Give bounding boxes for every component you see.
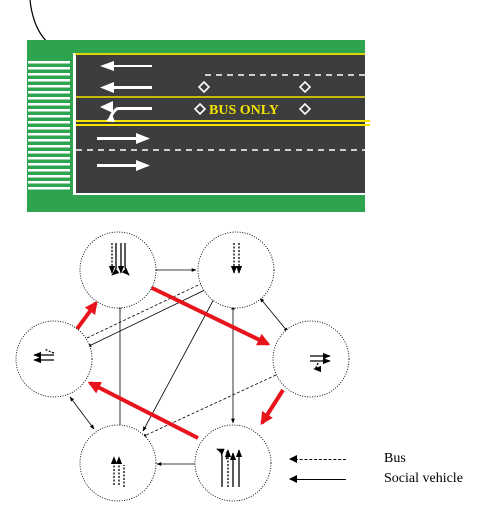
crosswalk-stripe	[28, 61, 70, 64]
phase-transition-graph	[15, 231, 350, 502]
crosswalk-stripe	[28, 163, 70, 166]
crosswalk-stripe	[28, 175, 70, 178]
transition-p2-p4	[142, 296, 216, 432]
westbound-lanes-icon	[33, 348, 55, 364]
crosswalk-stripe	[28, 79, 70, 82]
southbound-bus-only-icon	[230, 243, 243, 274]
crosswalk-stripe	[28, 139, 70, 142]
red-transition-p6-p5	[260, 388, 285, 426]
transition-p2-p6	[259, 297, 289, 333]
red-transition-p5-p3	[87, 381, 199, 440]
crosswalk-stripe	[28, 187, 70, 190]
transition-p2-p3	[86, 286, 212, 348]
legend-bus: Bus	[289, 451, 488, 469]
lane-arrow-straight-left	[100, 61, 152, 71]
crosswalk-stripe	[28, 157, 70, 160]
crosswalk-stripe	[28, 85, 70, 88]
transition-p3-p4	[69, 396, 95, 430]
southbound-lanes-icon	[108, 243, 130, 276]
crosswalk-stripe	[28, 133, 70, 136]
road-edge-top	[75, 53, 365, 55]
northbound-lanes-icon	[110, 456, 125, 487]
red-transition-p3-p1	[72, 300, 98, 335]
phase-node-northbound-bus	[79, 424, 157, 502]
eastbound-lanes-icon	[310, 352, 331, 373]
phase-node-southbound	[79, 231, 157, 309]
transition-p3-p2	[86, 278, 212, 339]
legend-social-vehicle-label: Social vehicle	[384, 471, 463, 486]
crosswalk-stripe	[28, 103, 70, 106]
highlighted-transitions	[72, 285, 285, 440]
legend-social-vehicle: Social vehicle	[289, 471, 488, 489]
crosswalk-stripe	[28, 145, 70, 148]
lane-arrow-straight-right	[97, 133, 150, 144]
bus-lane-left-turn-arrow	[100, 101, 152, 122]
lane-arrow-straight-right	[97, 160, 150, 171]
crosswalk-stripe	[28, 73, 70, 76]
crosswalk-stripe	[28, 121, 70, 124]
bus-only-marking: BUS ONLY	[209, 103, 279, 118]
crosswalk-stripe	[28, 127, 70, 130]
road-lane-schematic: BUS ONLY	[27, 0, 370, 212]
transition-p6-p4	[141, 374, 277, 438]
crosswalk-stripe	[28, 115, 70, 118]
phase-node-westbound	[15, 320, 93, 398]
crosswalk	[28, 61, 70, 190]
crosswalk-stripe	[28, 91, 70, 94]
lane-arrow-straight-left	[100, 82, 152, 93]
transition-lines	[69, 268, 289, 466]
phase-node-northbound	[194, 424, 272, 502]
crosswalk-stripe	[28, 97, 70, 100]
legend-dashed-arrow-icon	[289, 455, 346, 463]
crosswalk-stripe	[28, 109, 70, 112]
diamond-markings	[193, 80, 312, 116]
legend-solid-arrow-icon	[289, 475, 346, 483]
crosswalk-stripe	[28, 151, 70, 154]
crosswalk-stripe	[28, 67, 70, 70]
crosswalk-stripe	[28, 181, 70, 184]
northbound-bus-only-icon	[216, 448, 243, 487]
stop-line	[73, 53, 76, 195]
red-transition-p1-p6	[149, 285, 271, 346]
road-edge-bottom	[75, 193, 365, 195]
crosswalk-stripe	[28, 169, 70, 172]
phase-node-southbound-bus	[197, 231, 275, 309]
phase-node-eastbound	[272, 320, 350, 398]
legend-bus-label: Bus	[384, 451, 406, 466]
